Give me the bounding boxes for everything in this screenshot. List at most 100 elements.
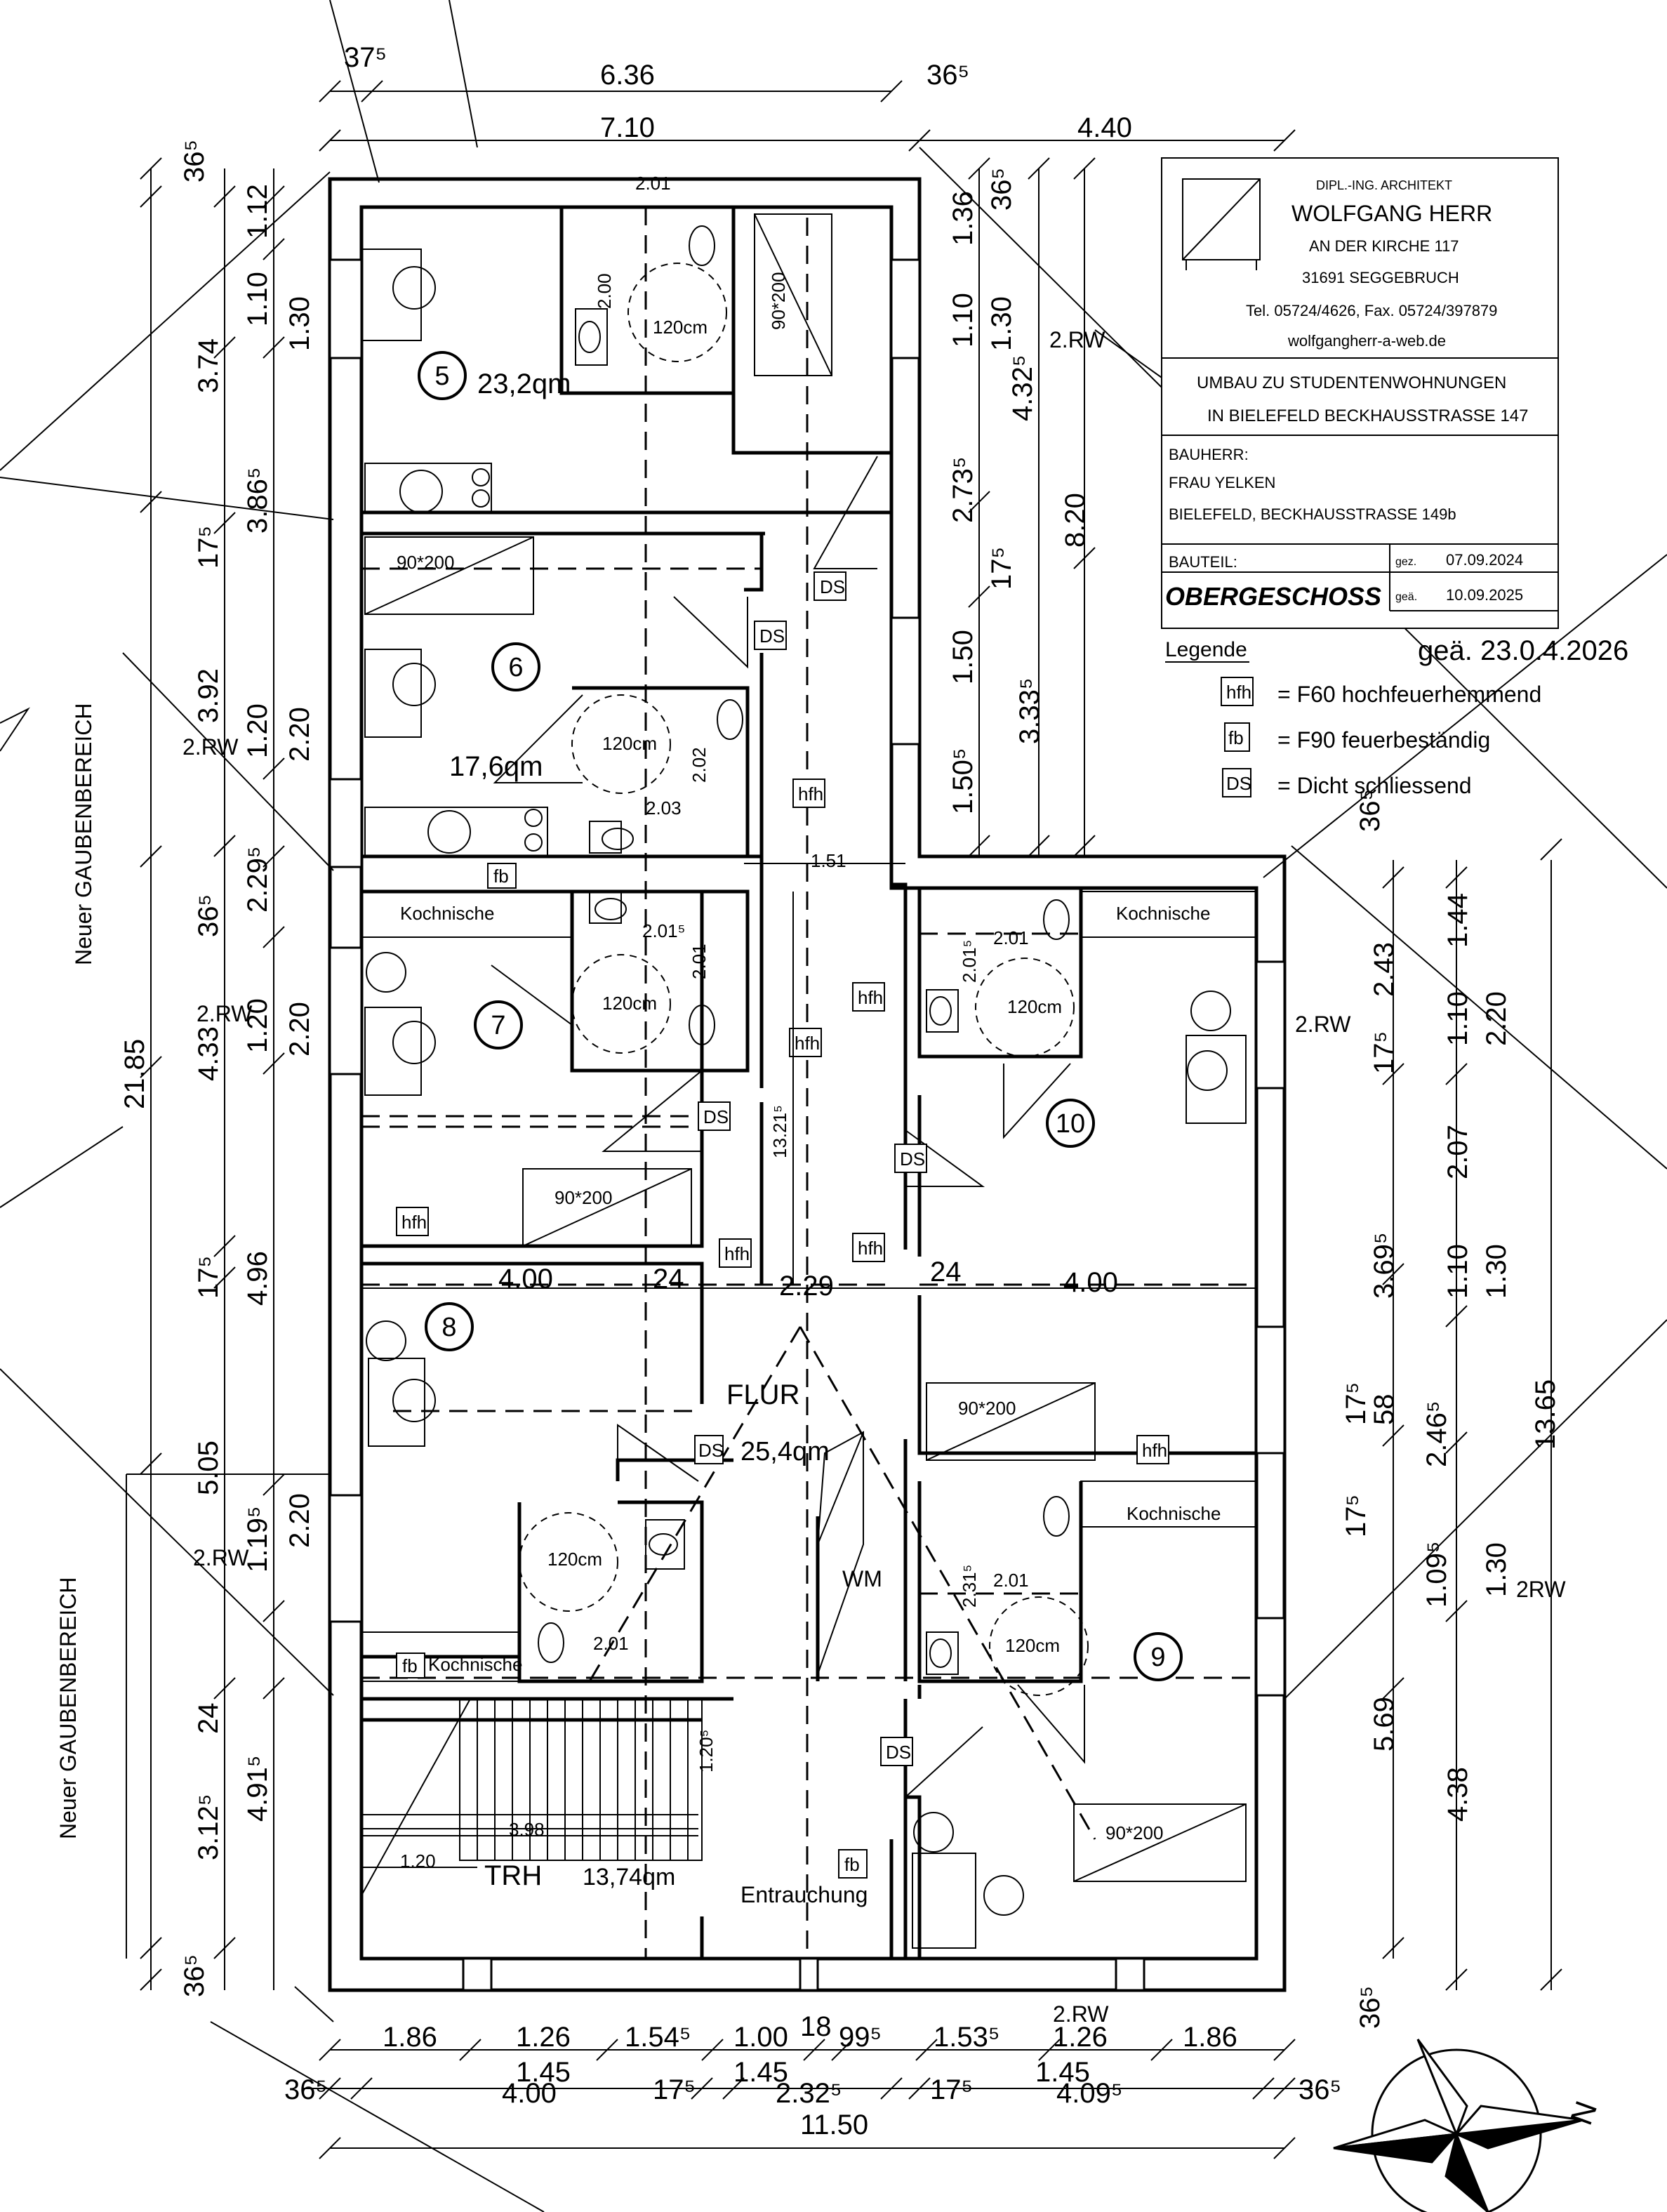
dim-i-3: 2.03 xyxy=(646,797,682,819)
legend-text-2: = Dicht schliessend xyxy=(1277,773,1472,798)
dim-bottom-total: 11.50 xyxy=(800,2110,868,2140)
dim-i-1: 2.00 xyxy=(594,273,615,309)
legend-code-2: DS xyxy=(1226,773,1251,794)
trh-label: TRH xyxy=(484,1860,542,1891)
tag-hfh-2: hfh xyxy=(858,987,883,1008)
dim-li-15: 24 xyxy=(193,1703,224,1735)
dim-i-19: 3.98 xyxy=(509,1819,545,1840)
wm-label: WM xyxy=(842,1566,882,1591)
dim-r-29: 4.38 xyxy=(1442,1767,1473,1822)
dim-i-15: 2.01⁵ xyxy=(959,940,980,983)
north-arrow-icon: N xyxy=(1333,2039,1604,2212)
dim-li-7: 2.29⁵ xyxy=(242,847,273,913)
dim-b1-8: 1.86 xyxy=(1183,2022,1237,2053)
architect-phone: Tel. 05724/4626, Fax. 05724/397879 xyxy=(1246,302,1497,319)
dim-i-20: 1.20 xyxy=(400,1850,436,1872)
tag-fb-2: fb xyxy=(402,1655,418,1676)
shower-label-10: 120cm xyxy=(1007,996,1062,1017)
room-5-number: 5 xyxy=(434,362,449,391)
dim-i-14: 2.01 xyxy=(993,1570,1029,1591)
title-block xyxy=(1161,157,1559,629)
architect-street: AN DER KIRCHE 117 xyxy=(1309,237,1459,255)
dim-b2-5: 2.32⁵ xyxy=(776,2078,842,2109)
legend-code-1: fb xyxy=(1228,727,1244,748)
dim-r-15: 2.20 xyxy=(1481,991,1512,1046)
dim-i-2: 2.02 xyxy=(689,747,710,783)
dim-r-26: 1.09⁵ xyxy=(1421,1542,1452,1608)
room-6-number: 6 xyxy=(508,653,523,682)
gez-date: 07.09.2024 xyxy=(1446,551,1523,569)
dim-r-9: 3.33⁵ xyxy=(1014,678,1045,744)
dim-r-21: 17⁵ xyxy=(1341,1382,1372,1425)
section-label: BAUTEIL: xyxy=(1169,553,1237,571)
dim-b1-5: 99⁵ xyxy=(839,2022,882,2053)
client-address: BIELEFELD, BECKHAUSSTRASSE 149b xyxy=(1169,505,1456,523)
dim-r-4: 4.32⁵ xyxy=(1007,355,1038,421)
dim-r-11: 36⁵ xyxy=(1355,789,1386,832)
revision-note: geä. 23.0.4.2026 xyxy=(1418,635,1628,666)
dim-i-7: 13.21⁵ xyxy=(769,1105,790,1158)
tag-ds-3: DS xyxy=(703,1106,729,1127)
dim-i-6: 2.01 xyxy=(689,943,710,979)
dim-i-12: 4.00 xyxy=(1063,1267,1118,1298)
dim-i-4: 1.51 xyxy=(811,850,846,871)
architect-city: 31691 SEGGEBRUCH xyxy=(1302,269,1459,286)
tag-hfh-3: hfh xyxy=(795,1033,820,1054)
dimension-texts: 37⁵ 6.36 36⁵ 7.10 4.40 11.50 1.86 1.26 1… xyxy=(119,42,1561,2140)
dim-i-16: 2.31⁵ xyxy=(959,1565,980,1608)
dim-r-20: 1.30 xyxy=(1481,1244,1512,1299)
tag-hfh-6: hfh xyxy=(858,1238,883,1259)
dim-r-17: 2.07 xyxy=(1442,1125,1473,1179)
tag-ds-2: DS xyxy=(759,625,785,647)
dim-i-9: 24 xyxy=(653,1264,684,1294)
room-5-area: 23,2qm xyxy=(477,369,571,399)
shower-label-9: 120cm xyxy=(1005,1635,1060,1656)
dim-r-16: 17⁵ xyxy=(1369,1031,1400,1074)
tag-hfh-7: hfh xyxy=(1142,1440,1167,1461)
dim-top-2: 6.36 xyxy=(600,60,655,91)
dim-b1-7: 1.26 xyxy=(1053,2022,1108,2053)
dim-li-12: 17⁵ xyxy=(193,1256,224,1299)
dim-li-0: 1.12 xyxy=(242,184,273,239)
dim-r-25: 17⁵ xyxy=(1341,1495,1372,1537)
rw-label-7: 2.RW xyxy=(1053,2001,1109,2027)
legend: Legende hfh = F60 hochfeuerhemmend fb = … xyxy=(1165,638,1541,798)
dim-l-4: 5.05 xyxy=(193,1441,224,1495)
dim-li-13: 1.19⁵ xyxy=(242,1506,273,1572)
dim-b2-7: 1.45 xyxy=(1035,2057,1090,2088)
bed-label-10: 90*200 xyxy=(958,1398,1016,1419)
dim-li-11: 4.96 xyxy=(242,1251,273,1306)
dim-r-3: 1.30 xyxy=(986,296,1017,351)
room-8-number: 8 xyxy=(441,1313,456,1342)
dim-i-13: 2.01 xyxy=(993,927,1029,948)
dim-li-9: 1.20 xyxy=(242,998,273,1053)
shower-label-7: 120cm xyxy=(602,993,657,1014)
dim-r-30: 36⁵ xyxy=(1355,1986,1386,2029)
legend-code-0: hfh xyxy=(1226,682,1251,703)
project-line1: UMBAU ZU STUDENTENWOHNUNGEN xyxy=(1197,373,1506,392)
flur-label: FLUR xyxy=(726,1379,799,1410)
interior-walls xyxy=(361,207,1256,1959)
gauben-label-upper: Neuer GAUBENBEREICH xyxy=(71,703,96,965)
dim-top-1: 37⁵ xyxy=(344,42,387,73)
tag-fb-1: fb xyxy=(844,1854,860,1875)
rw-label-6: 2RW xyxy=(1516,1577,1566,1602)
dim-l-6: 21.85 xyxy=(119,1039,150,1109)
bed-label-5: 90*200 xyxy=(768,272,789,330)
tag-hfh-5: hfh xyxy=(724,1243,750,1264)
beds xyxy=(364,213,1247,1882)
dim-l-2: 3.92 xyxy=(193,668,224,723)
dim-r-18: 3.69⁵ xyxy=(1369,1233,1400,1299)
dim-i-10: 2.29 xyxy=(779,1271,834,1302)
fire-tags xyxy=(396,571,1169,1879)
dim-li-16: 4.91⁵ xyxy=(242,1756,273,1822)
dim-b2-8: 4.09⁵ xyxy=(1056,2078,1122,2109)
legend-text-1: = F90 feuerbeständig xyxy=(1277,727,1490,753)
room-9-number: 9 xyxy=(1150,1643,1165,1672)
tag-ds-4: DS xyxy=(900,1148,925,1170)
dim-b1-2: 1.54⁵ xyxy=(625,2022,691,2053)
tag-hfh-1: hfh xyxy=(798,783,823,804)
dim-b1-6: 1.53⁵ xyxy=(934,2022,999,2053)
dim-r-14: 1.10 xyxy=(1442,991,1473,1046)
